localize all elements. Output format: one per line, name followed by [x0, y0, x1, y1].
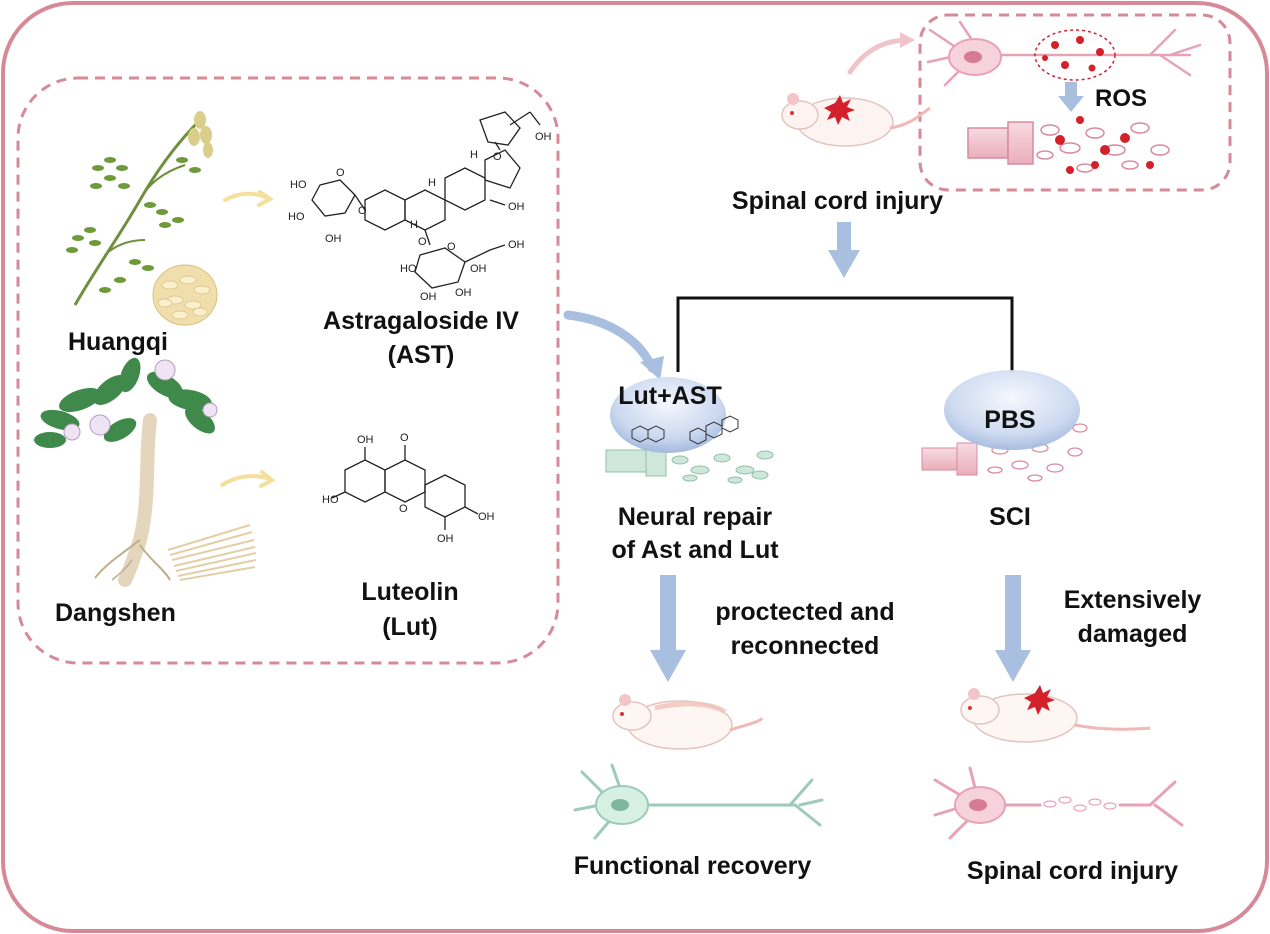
damaged-cord-top: [967, 116, 1170, 174]
svg-text:OH: OH: [478, 511, 495, 523]
healthy-neuron: [573, 763, 824, 840]
huangqi-label: Huangqi: [68, 328, 168, 356]
svg-text:OH: OH: [455, 287, 472, 299]
svg-text:O: O: [400, 432, 409, 444]
svg-text:OH: OH: [535, 131, 552, 143]
dangshen-plant-illustration: [34, 357, 257, 587]
injured-neuron-top: [926, 20, 1202, 87]
final-sci-label: Spinal cord injury: [966, 857, 1179, 885]
svg-text:OH: OH: [470, 263, 487, 275]
control-outcome-label: SCI: [989, 503, 1031, 531]
sci-down-arrow: [828, 222, 860, 278]
treatment-outcome-line1: Neural repair: [617, 503, 773, 531]
treatment-illustration: [605, 377, 774, 484]
control-effect-line2: damaged: [1077, 620, 1188, 648]
svg-text:HO: HO: [322, 494, 339, 506]
functional-recovery-label: Functional recovery: [573, 852, 812, 880]
dangshen-label: Dangshen: [55, 599, 176, 627]
ros-box: [918, 13, 1232, 192]
treatment-ellipse: [610, 377, 726, 453]
herb-to-compound-arrows: [220, 190, 276, 488]
svg-text:OH: OH: [325, 233, 342, 245]
control-group-label: PBS: [984, 406, 1036, 434]
injured-rat-top: [781, 93, 931, 147]
damaged-neuron: [933, 766, 1184, 840]
astragaloside-structure: [311, 111, 541, 289]
recovered-rat: [612, 694, 764, 750]
astragaloside-name: Astragaloside IV: [323, 307, 519, 335]
ros-down-arrow: [1058, 82, 1084, 112]
control-illustration: [921, 370, 1088, 482]
svg-text:O: O: [358, 205, 367, 217]
svg-text:HO: HO: [290, 179, 307, 191]
svg-text:O: O: [336, 167, 345, 179]
treatment-effect-line2: reconnected: [730, 632, 880, 660]
control-down-arrow: [995, 575, 1031, 682]
svg-text:H: H: [470, 149, 478, 161]
svg-text:H: H: [428, 177, 436, 189]
svg-text:OH: OH: [437, 533, 454, 545]
treatment-group-label: Lut+AST: [618, 382, 722, 410]
luteolin-atom-labels: OH O HO O OH OH: [322, 432, 495, 545]
svg-text:O: O: [493, 151, 502, 163]
treatment-effect-line1: proctected and: [715, 598, 895, 626]
herb-compound-box: [16, 76, 560, 665]
svg-text:HO: HO: [400, 263, 417, 275]
treatment-down-arrow: [650, 575, 686, 682]
sci-title-label: Spinal cord injury: [731, 187, 944, 215]
luteolin-name: Luteolin: [361, 578, 459, 606]
treatment-outcome-line2: of Ast and Lut: [611, 536, 779, 564]
svg-text:O: O: [418, 236, 427, 248]
rat-to-ros-arrow: [847, 32, 915, 75]
injured-rat-bottom: [960, 685, 1151, 743]
ros-label: ROS: [1095, 85, 1147, 112]
astragaloside-abbr: (AST): [387, 341, 455, 369]
group-bracket: [676, 296, 1014, 372]
svg-text:OH: OH: [508, 239, 525, 251]
luteolin-structure: [331, 445, 479, 530]
compound-to-treatment-arrow: [563, 310, 664, 380]
svg-text:O: O: [399, 503, 408, 515]
luteolin-abbr: (Lut): [382, 613, 438, 641]
svg-text:O: O: [447, 241, 456, 253]
svg-text:OH: OH: [357, 434, 374, 446]
huangqi-plant-illustration: [66, 111, 218, 326]
svg-text:OH: OH: [420, 291, 437, 303]
control-effect-line1: Extensively: [1063, 586, 1202, 614]
svg-text:HO: HO: [288, 211, 305, 223]
svg-text:OH: OH: [508, 201, 525, 213]
astragaloside-atom-labels: HO HO OH O O O O OH HO OH OH OH OH OH O …: [288, 131, 552, 303]
control-ellipse: [944, 370, 1080, 450]
svg-text:H: H: [410, 219, 418, 231]
